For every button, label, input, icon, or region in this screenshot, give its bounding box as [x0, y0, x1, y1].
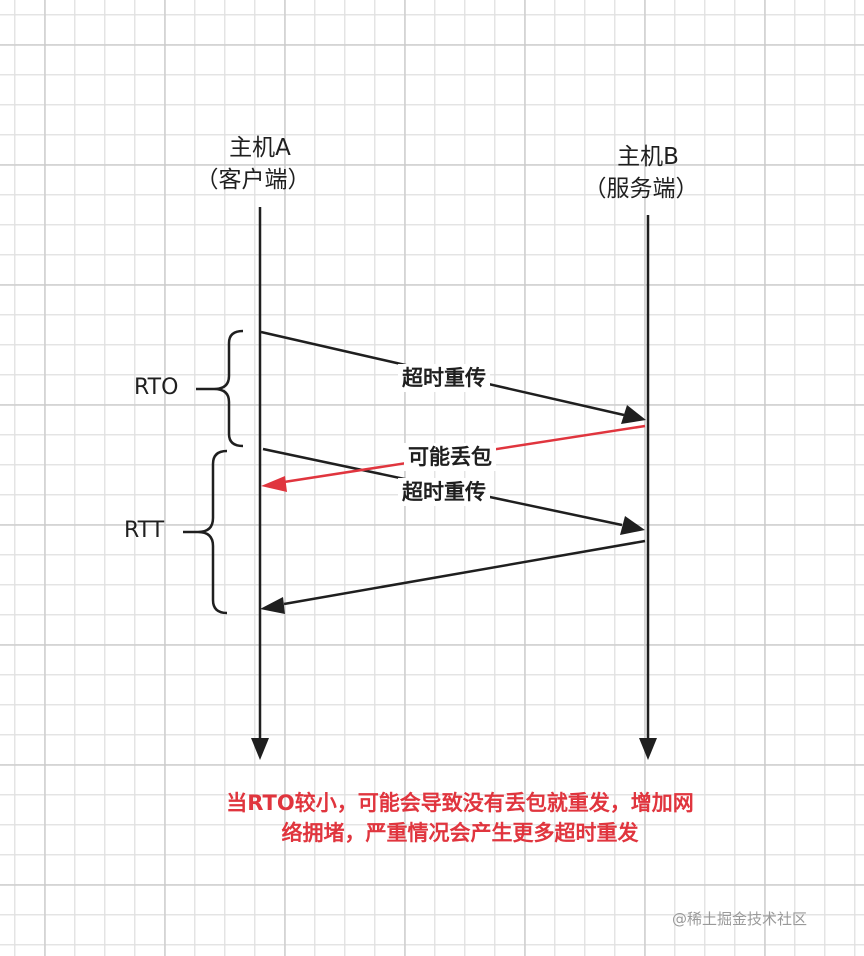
message-label-possible-loss: 可能丢包 — [404, 443, 496, 471]
host-a-label: 主机A （客户端） — [196, 132, 320, 196]
note-line-1: 当RTO较小，可能会导致没有丢包就重发，增加网 — [226, 791, 694, 815]
rtt-brace-icon — [197, 449, 228, 615]
lifeline-a-arrow-icon — [251, 738, 269, 760]
explanation-note: 当RTO较小，可能会导致没有丢包就重发，增加网 络拥堵，严重情况会产生更多超时重… — [150, 788, 770, 848]
arrowhead-icon — [621, 405, 646, 424]
rto-brace-icon — [213, 329, 244, 448]
host-b-title: 主机B — [617, 144, 679, 170]
lifeline-host-a — [251, 207, 269, 760]
host-b-label: 主机B （服务端） — [584, 141, 708, 205]
message-label-retransmit-2: 超时重传 — [398, 478, 490, 506]
message-label-retransmit-1: 超时重传 — [398, 364, 490, 392]
arrowhead-icon — [260, 597, 285, 614]
arrowhead-icon — [620, 516, 645, 535]
host-a-subtitle: （客户端） — [195, 167, 311, 193]
host-a-title: 主机A — [229, 135, 291, 161]
lifeline-b-arrow-icon — [639, 738, 657, 760]
watermark: @稀土掘金技术社区 — [672, 910, 808, 928]
message-arrow-ack — [260, 539, 646, 614]
rto-label: RTO — [134, 375, 179, 400]
host-b-subtitle: （服务端） — [583, 176, 699, 202]
arrowhead-icon — [261, 476, 287, 492]
lifeline-host-b — [639, 215, 657, 760]
note-line-2: 络拥堵，严重情况会产生更多超时重发 — [281, 821, 639, 845]
rtt-label: RTT — [124, 518, 165, 543]
